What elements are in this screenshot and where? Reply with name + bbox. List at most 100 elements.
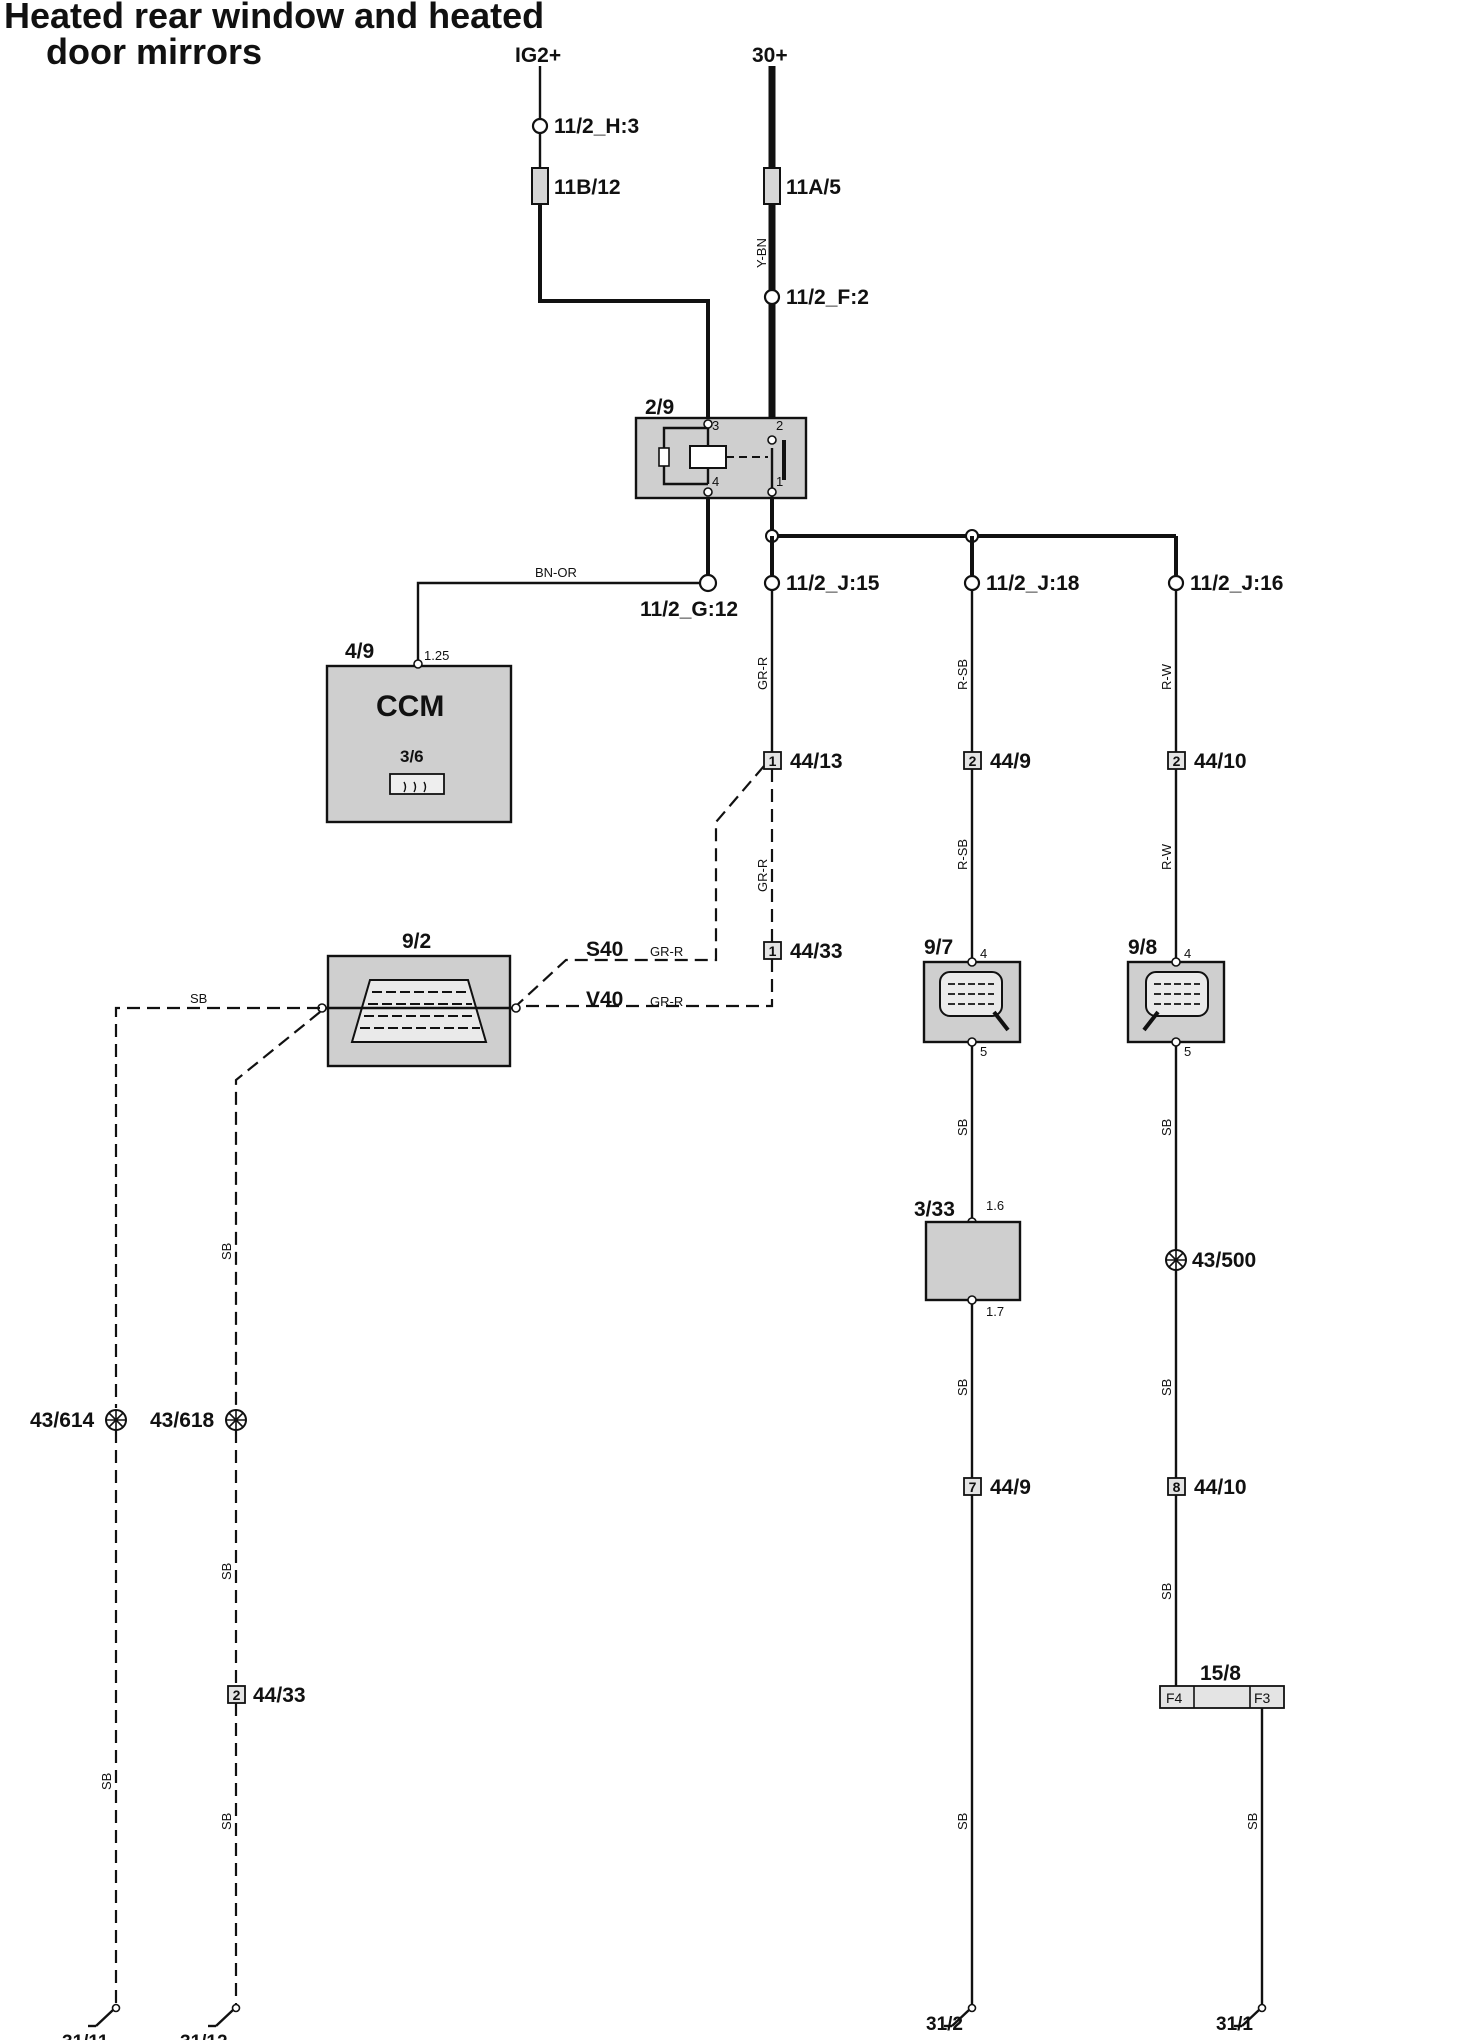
- v40-gr-r-wire: [516, 959, 774, 1008]
- title-line-1: Heated rear window and heated: [4, 0, 545, 36]
- wire-color-sb-left-3: SB: [955, 1813, 970, 1830]
- wire-color-gr-r-1: GR-R: [755, 657, 770, 690]
- mirror-right-pin-out: 5: [1184, 1044, 1191, 1059]
- fuse-11a5: [763, 167, 781, 205]
- ground-31-12: [208, 2003, 241, 2028]
- wire-color-r-w-2: R-W: [1159, 843, 1174, 870]
- inline-label-44-33a: 44/33: [790, 940, 843, 963]
- b30-supply-label: 30+: [752, 44, 788, 67]
- wire-color-r-w-1: R-W: [1159, 663, 1174, 690]
- connector-node-j16: [1167, 574, 1185, 592]
- ground-31-2: [944, 2003, 977, 2028]
- inline-label-44-9a: 44/9: [990, 750, 1031, 773]
- splice-label-43-614: 43/614: [30, 1409, 95, 1432]
- ground-label-31-2: 31/2: [926, 2014, 963, 2035]
- ccm-id-label: 4/9: [345, 640, 374, 663]
- module-333-pin-out: 1.7: [986, 1304, 1004, 1319]
- relay-pin-4: 4: [712, 474, 719, 489]
- ccm-pin-label: 1.25: [424, 648, 449, 663]
- inline-label-44-33b: 44/33: [253, 1684, 306, 1707]
- ground-label-31-1: 31/1: [1216, 2014, 1253, 2035]
- mirror-left-pin-out: 5: [980, 1044, 987, 1059]
- ground-label-31-12: 31/12: [180, 2032, 228, 2040]
- mirror-left-pin-in: 4: [980, 946, 987, 961]
- s40-gr-r-wire: [515, 765, 765, 1007]
- fuse-11b12: [531, 167, 549, 205]
- module-3-33: [924, 1220, 1022, 1302]
- relay-pin-2: 2: [776, 418, 783, 433]
- relay-coil: [689, 445, 727, 469]
- rear-defrost-switch-icon: [389, 773, 445, 795]
- rear-window-icon: [350, 979, 488, 1043]
- sb-wire-s40: [114, 1006, 320, 1408]
- wire-color-r-sb-1: R-SB: [955, 659, 970, 690]
- wire-color-bn-or: BN-OR: [535, 565, 577, 580]
- relay-resistor: [658, 447, 670, 467]
- wire-color-gr-r-v40: GR-R: [650, 994, 683, 1009]
- wire-color-gr-r-s40: GR-R: [650, 944, 683, 959]
- inline-pin-44-9a: 2: [969, 753, 977, 769]
- connector-node-f2: [763, 288, 781, 306]
- diagram-title: Heated rear window and heated door mirro…: [4, 0, 544, 70]
- inline-pin-44-33b: 2: [233, 1687, 241, 1703]
- connector-label-j15: 11/2_J:15: [786, 572, 880, 595]
- fuse-label-11b12: 11B/12: [554, 176, 621, 199]
- ccm-name: CCM: [376, 690, 444, 723]
- wire-color-sb-s40-2: SB: [99, 1773, 114, 1790]
- splice-label-43-500: 43/500: [1192, 1249, 1256, 1272]
- wire-color-sb-right-3: SB: [1159, 1583, 1174, 1600]
- wire-color-sb-right-2: SB: [1159, 1379, 1174, 1396]
- relay-pin-3: 3: [712, 418, 719, 433]
- inline-pin-44-33a: 1: [769, 943, 777, 959]
- ig2-supply-label: IG2+: [515, 44, 561, 67]
- module-158-left: F4: [1166, 1690, 1183, 1706]
- wire-color-r-sb-2: R-SB: [955, 839, 970, 870]
- mirror-right-pin-in: 4: [1184, 946, 1191, 961]
- connector-label-f2: 11/2_F:2: [786, 286, 869, 309]
- ground-31-11: [88, 2003, 121, 2028]
- bn-or-wire: [416, 581, 700, 660]
- wire-color-sb-left-1: SB: [955, 1119, 970, 1136]
- fuse-label-11a5: 11A/5: [786, 176, 841, 199]
- module-158-id-label: 15/8: [1200, 1662, 1241, 1685]
- inline-label-44-9b: 44/9: [990, 1476, 1031, 1499]
- module-333-id-label: 3/33: [914, 1198, 955, 1221]
- wire-color-gr-r-2: GR-R: [755, 859, 770, 892]
- ccm-sub-id: 3/6: [400, 747, 424, 766]
- rear-window-id-label: 9/2: [402, 930, 431, 953]
- relay-pin-1: 1: [776, 474, 783, 489]
- inline-label-44-10b: 44/10: [1194, 1476, 1247, 1499]
- variant-label-s40: S40: [586, 938, 623, 961]
- wire-color-sb-right-4: SB: [1245, 1813, 1260, 1830]
- connector-node-j18: [963, 574, 981, 592]
- title-line-2: door mirrors: [46, 31, 263, 72]
- connector-label-g12: 11/2_G:12: [640, 598, 738, 621]
- ground-31-1: [1234, 2003, 1267, 2028]
- wire-color-y-bn: Y-BN: [754, 238, 769, 268]
- connector-node-g12: [698, 573, 718, 593]
- relay-id-label: 2/9: [645, 396, 674, 419]
- inline-label-44-10a: 44/10: [1194, 750, 1247, 773]
- module-15-8: [1159, 1685, 1285, 1709]
- inline-label-44-13: 44/13: [790, 750, 843, 773]
- wire-color-sb-right-1: SB: [1159, 1119, 1174, 1136]
- inline-pin-44-10b: 8: [1173, 1479, 1181, 1495]
- inline-pin-44-10a: 2: [1173, 753, 1181, 769]
- ig2-to-relay-wire: [538, 204, 710, 418]
- variant-label-v40: V40: [586, 988, 623, 1011]
- inline-pin-44-9b: 7: [969, 1479, 977, 1495]
- mirror-left-id-label: 9/7: [924, 936, 953, 959]
- connector-label-j16: 11/2_J:16: [1190, 572, 1283, 595]
- sb-wire-v40: [234, 1011, 321, 1408]
- wire-color-sb-left-2: SB: [955, 1379, 970, 1396]
- inline-pin-44-13: 1: [769, 753, 777, 769]
- wire-color-sb-v40-2: SB: [219, 1563, 234, 1580]
- module-158-right: F3: [1254, 1690, 1271, 1706]
- connector-node-h3: [531, 117, 549, 135]
- mirror-right-id-label: 9/8: [1128, 936, 1158, 959]
- module-333-pin-in: 1.6: [986, 1198, 1004, 1213]
- wire-color-sb-s40: SB: [190, 991, 207, 1006]
- connector-label-h3: 11/2_H:3: [554, 115, 639, 138]
- connector-node-j15: [763, 574, 781, 592]
